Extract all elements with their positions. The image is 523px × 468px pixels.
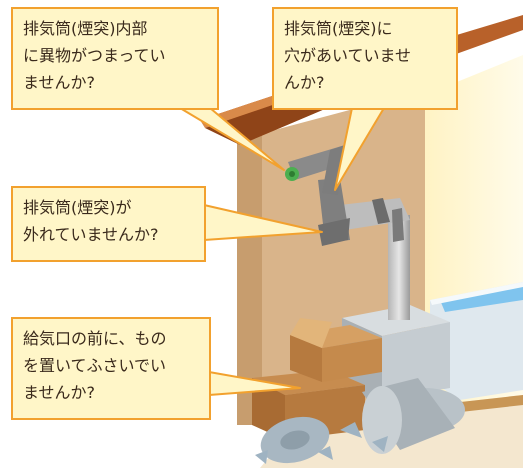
bathtub-icon bbox=[430, 282, 523, 400]
callout-air-intake-obstructed: 給気口の前に、もの を置いてふさいでい ませんか? bbox=[11, 317, 211, 420]
callout-exhaust-blockage: 排気筒(煙突)内部 に異物がつまってい ませんか? bbox=[11, 7, 219, 110]
callout-exhaust-detached: 排気筒(煙突)が 外れていませんか? bbox=[11, 186, 206, 262]
callout-exhaust-hole: 排気筒(煙突)に 穴があいていませ んか? bbox=[272, 7, 458, 110]
debris-icon bbox=[255, 422, 388, 464]
callout-pointers bbox=[179, 107, 385, 396]
trash-can-icon bbox=[260, 378, 465, 464]
